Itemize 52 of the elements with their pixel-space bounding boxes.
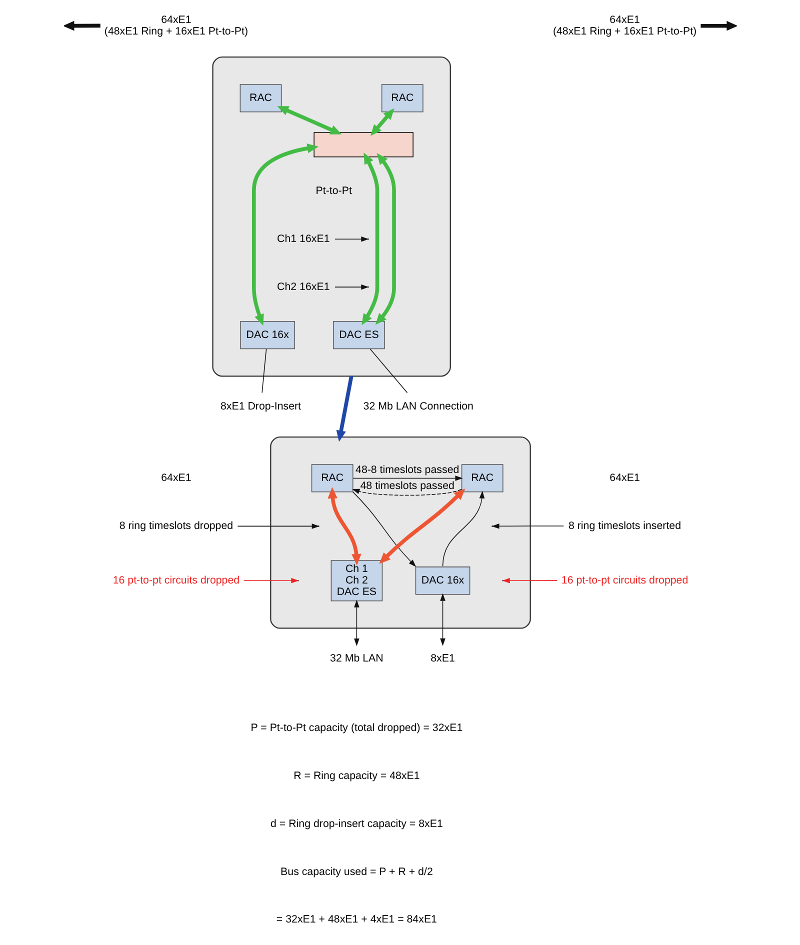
arrow [370,108,394,136]
arrow [352,476,462,481]
arrow [352,488,462,496]
edge-label: 48-8 timeslots passed [355,464,459,476]
node-text: 8 ring timeslots inserted [568,520,681,532]
node-text: 64xE1 (48xE1 Ring + 16xE1 Pt-to-Pt) [552,14,696,38]
arrow [378,488,465,564]
cluster [212,56,450,377]
arrow [352,492,416,567]
arrow [440,593,445,646]
node-text: 64xE1 (48xE1 Ring + 16xE1 Pt-to-Pt) [104,14,248,38]
node-box: DAC 16x [414,566,470,595]
node-text: 16 pt-to-pt circuits dropped [112,574,240,586]
label: d = Ring drop-insert capacity = 8xE1 [270,818,442,830]
label: = 32xE1 + 48xE1 + 4xE1 = 84xE1 [276,914,436,926]
node-box: Ch 1 Ch 2 DAC ES [330,560,382,602]
edge-label: 48 timeslots passed [360,480,454,492]
node-text: 8xE1 [430,652,454,665]
node-text: Ch2 16xE1 [276,280,330,293]
label: P = Pt-to-Pt capacity (total dropped) = 32xE1 [250,722,462,734]
arrow [336,376,353,442]
connector [369,348,408,394]
node-box: DAC 16x [240,320,295,350]
arrow [64,20,100,31]
node-box: RAC [460,464,503,492]
node-text: 8 ring timeslots dropped [118,520,233,532]
label: R = Ring capacity = 48xE1 [293,770,420,782]
arrow [327,487,361,566]
node-text: Ch1 16xE1 [276,232,330,245]
arrow [442,490,484,567]
arrow [276,106,342,134]
node-box: RAC [310,464,353,492]
node-text: 16 pt-to-pt circuits dropped [560,574,688,586]
arrow [361,152,379,326]
label: 64xE1 [609,472,640,484]
arrow [354,600,359,646]
node-box: RAC [380,84,423,112]
label: Bus capacity used = P + R + d/2 [280,866,432,878]
label: Pt-to-Pt [315,184,352,197]
arrow [252,143,318,326]
node-box [313,132,413,158]
node-box: RAC [239,84,282,112]
connector [261,348,266,394]
arrow [700,20,736,31]
node-text: 32 Mb LAN [330,652,383,665]
node-box: DAC ES [332,320,384,350]
node-text: 8xE1 Drop-Insert [220,400,301,412]
arrow [374,153,396,325]
label: 64xE1 [160,472,191,484]
arrow [491,523,564,529]
cluster [270,436,530,629]
node-text: 32 Mb LAN Connection [362,400,473,412]
